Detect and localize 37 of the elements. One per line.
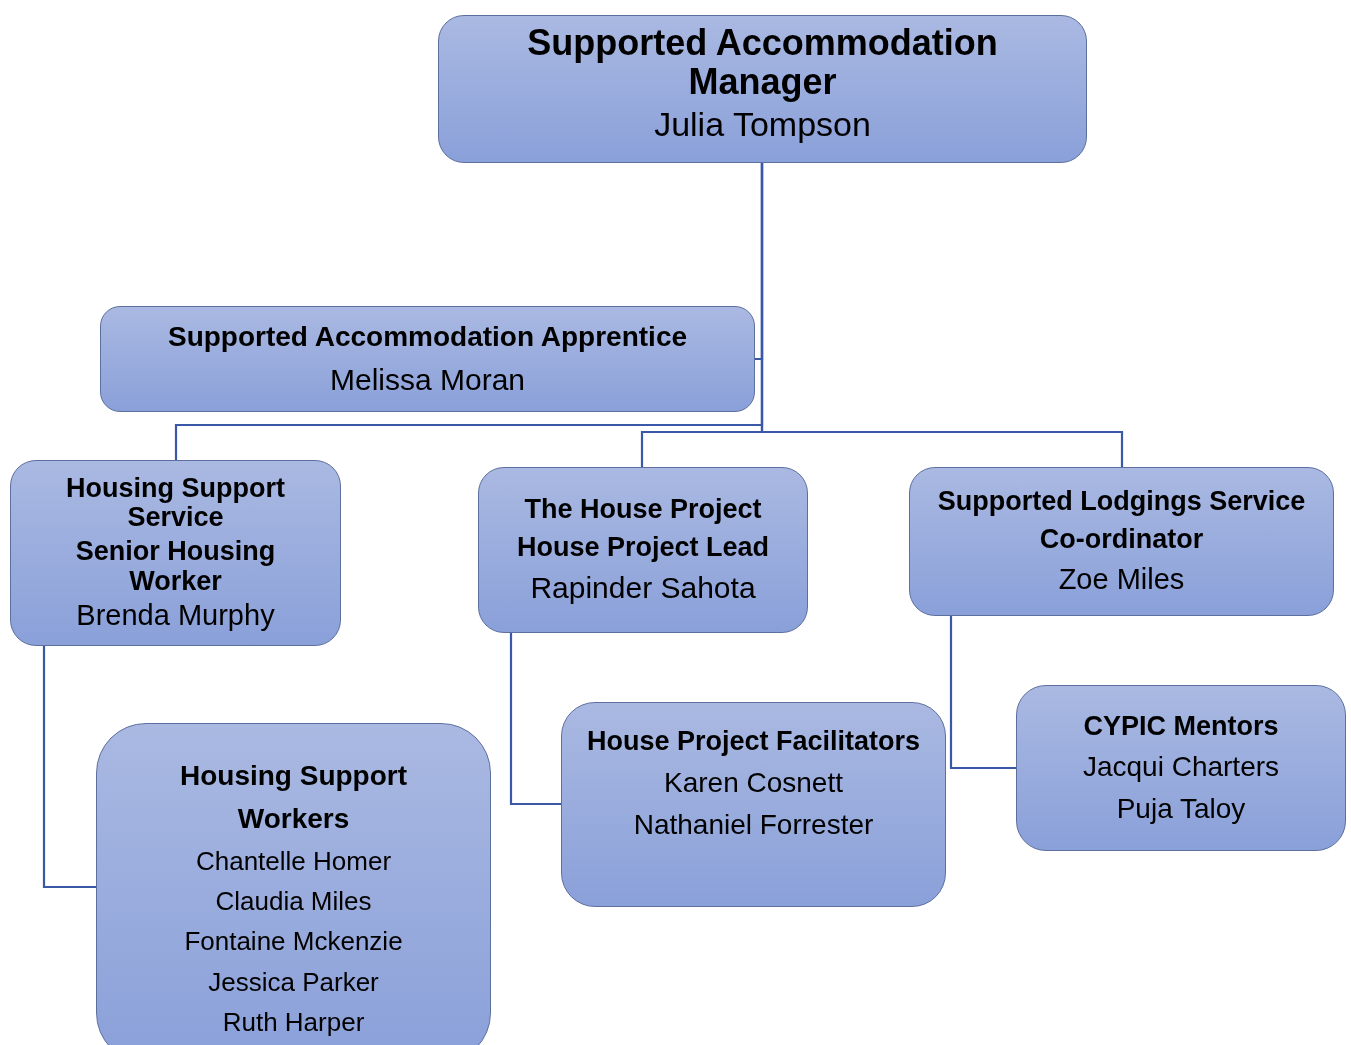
person-name: Karen Cosnett	[664, 765, 843, 800]
connector-line	[509, 633, 561, 806]
person-name: Jacqui Charters	[1082, 750, 1280, 785]
connector-line	[42, 646, 96, 889]
role-title: Supported Accommodation Apprentice	[167, 320, 688, 354]
org-chart-box	[438, 15, 1087, 163]
person-name: Jessica Parker	[208, 965, 379, 999]
role-title: Supported Accommodation Manager	[526, 24, 999, 102]
role-title: Housing Support Workers	[178, 759, 409, 837]
org-chart-box	[909, 467, 1334, 616]
person-name: Melissa Moran	[329, 361, 526, 398]
org-chart-box	[478, 467, 808, 633]
person-name: Fontaine Mckenzie	[184, 925, 403, 959]
role-title: Senior Housing Worker	[74, 537, 277, 597]
role-title: House Project Facilitators	[586, 725, 921, 758]
person-name: Zoe Miles	[1058, 562, 1185, 597]
org-chart-box	[100, 306, 755, 412]
person-name: Julia Tompson	[654, 105, 871, 143]
org-chart-box	[561, 702, 946, 907]
person-name: Chantelle Homer	[195, 844, 392, 878]
person-name: Nathaniel Forrester	[633, 807, 874, 842]
person-name: Puja Taloy	[1116, 792, 1246, 827]
role-title: CYPIC Mentors	[1083, 709, 1279, 743]
person-name: Brenda Murphy	[76, 600, 275, 633]
person-name: Claudia Miles	[215, 885, 372, 919]
role-title: Supported Lodgings Service	[937, 485, 1306, 519]
connector-line	[949, 616, 1016, 770]
org-chart-box	[1016, 685, 1346, 851]
role-title: House Project Lead	[516, 531, 770, 564]
org-chart-box	[10, 460, 341, 646]
person-name: Rapinder Sahota	[530, 569, 756, 606]
role-title: The House Project	[524, 493, 762, 527]
person-name: Ruth Harper	[222, 1005, 365, 1039]
role-title: Co-ordinator	[1039, 523, 1204, 557]
org-chart-box	[96, 723, 491, 1045]
connector-line	[760, 163, 1124, 467]
role-title: Housing Support Service	[65, 473, 286, 534]
